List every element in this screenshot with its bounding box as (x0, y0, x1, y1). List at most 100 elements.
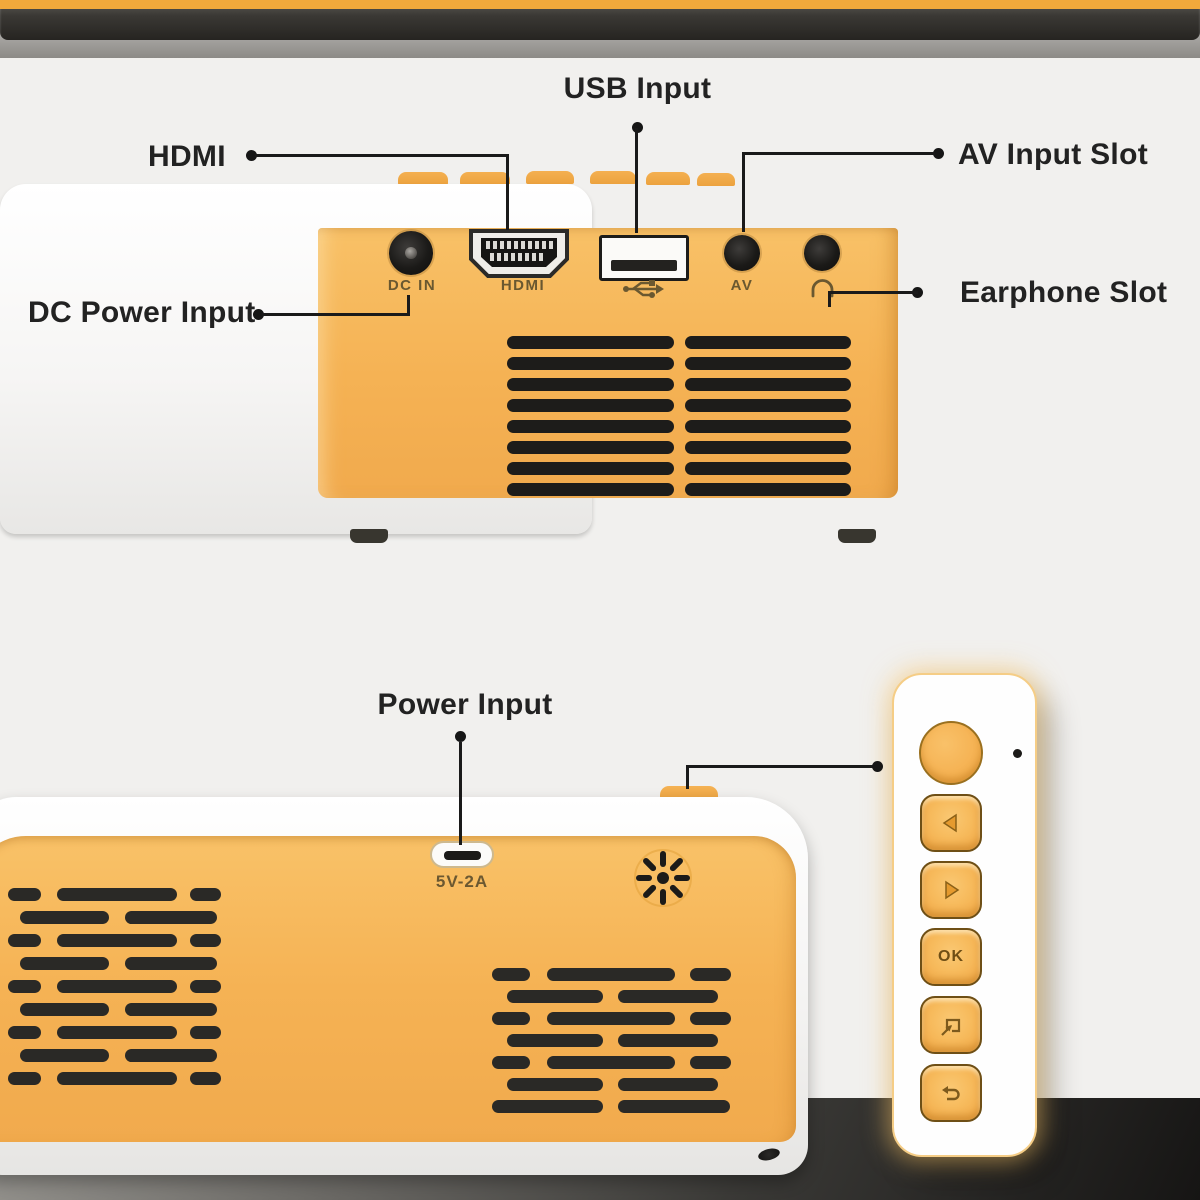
usb-trident-icon (623, 280, 664, 298)
vent-slot (547, 1056, 675, 1069)
vent-slot (190, 1072, 221, 1085)
remote-power-button[interactable] (919, 721, 983, 785)
vent-slot (685, 462, 851, 475)
top-button-bump (590, 171, 636, 184)
vent-slot (8, 980, 41, 993)
vent-slot (125, 957, 217, 970)
vent-slot (507, 483, 674, 496)
callout-line (506, 154, 509, 230)
vent-slot (507, 441, 674, 454)
callout-line (255, 154, 509, 157)
vent-slot (507, 378, 674, 391)
headphone-icon (811, 279, 834, 298)
callout-hdmi: HDMI (148, 140, 226, 173)
vent-slot (507, 1078, 603, 1091)
remote-control: OK (892, 673, 1037, 1157)
earphone-jack (804, 235, 840, 271)
callout-line (262, 313, 410, 316)
top-button-bump (646, 172, 690, 185)
callout-line (828, 291, 831, 307)
vent-slot (507, 462, 674, 475)
dc-in-printed-label: DC IN (387, 277, 437, 294)
top-button-bump (697, 173, 735, 186)
vent-slot (618, 990, 718, 1003)
remote-right-button[interactable] (920, 861, 982, 919)
vent-slot (685, 441, 851, 454)
micro-usb-power-port (430, 841, 494, 868)
vent-slot (685, 420, 851, 433)
callout-dot (246, 150, 257, 161)
vent-slot (507, 357, 674, 370)
vent-slot (618, 1078, 718, 1091)
vent-slot (20, 957, 109, 970)
callout-dot (933, 148, 944, 159)
vent-slot (547, 968, 675, 981)
vent-slot (492, 1056, 530, 1069)
callout-av-input-slot: AV Input Slot (958, 138, 1148, 171)
remote-ok-button[interactable]: OK (920, 928, 982, 986)
usb-port-tongue (611, 260, 677, 271)
vent-slot (618, 1100, 730, 1113)
callout-dc-power-input: DC Power Input (28, 296, 256, 329)
vent-slot (57, 934, 177, 947)
vent-slot (492, 1100, 603, 1113)
top-button-bump (526, 171, 574, 184)
vent-slot (685, 336, 851, 349)
callout-dot (455, 731, 466, 742)
av-jack (724, 235, 760, 271)
vent-slot (8, 934, 41, 947)
callout-dot (632, 122, 643, 133)
vent-slot (57, 980, 177, 993)
dc-power-jack (389, 231, 433, 275)
vent-slot (685, 399, 851, 412)
av-printed-label: AV (730, 277, 754, 294)
remote-left-button[interactable] (920, 794, 982, 852)
top-button-bump (460, 172, 510, 185)
power-port-rating-label: 5V-2A (435, 872, 489, 891)
callout-line (830, 291, 918, 294)
vent-slot (547, 1012, 675, 1025)
callout-dot (872, 761, 883, 772)
accent-strip (0, 0, 1200, 9)
vent-slot (20, 1003, 109, 1016)
top-button-bump (398, 172, 448, 185)
vent-slot (190, 980, 221, 993)
vent-slot (690, 968, 731, 981)
projector-foot (838, 529, 876, 543)
vent-slot (125, 1049, 217, 1062)
vent-slot (8, 888, 41, 901)
vent-slot (685, 378, 851, 391)
ir-indicator-dot (1013, 749, 1022, 758)
remote-source-button[interactable] (920, 996, 982, 1054)
callout-line (745, 152, 935, 155)
screen-arrow-icon (941, 1018, 961, 1036)
callout-dot (253, 309, 264, 320)
vent-slot (685, 357, 851, 370)
callout-line (407, 295, 410, 315)
remote-back-button[interactable] (920, 1064, 982, 1122)
usb-port (599, 235, 689, 281)
callout-line (742, 152, 745, 232)
return-arrow-icon (942, 1086, 960, 1101)
vent-slot (690, 1012, 731, 1025)
vent-slot (190, 1026, 221, 1039)
callout-usb-input: USB Input (563, 72, 712, 105)
vent-slot (507, 990, 603, 1003)
vent-slot (125, 911, 217, 924)
hdmi-printed-label: HDMI (500, 277, 546, 294)
vent-slot (507, 336, 674, 349)
vent-slot (190, 934, 221, 947)
micro-usb-slot (444, 851, 481, 860)
vent-slot (8, 1072, 41, 1085)
ok-button-label: OK (938, 948, 964, 965)
vent-slot (57, 1026, 177, 1039)
vent-slot (20, 1049, 109, 1062)
vent-slot (492, 1012, 530, 1025)
vent-slot (507, 1034, 603, 1047)
vent-slot (20, 911, 109, 924)
vent-slot (618, 1034, 718, 1047)
vent-slot (507, 399, 674, 412)
left-triangle-icon (942, 813, 957, 833)
speaker-star-icon (634, 849, 692, 907)
